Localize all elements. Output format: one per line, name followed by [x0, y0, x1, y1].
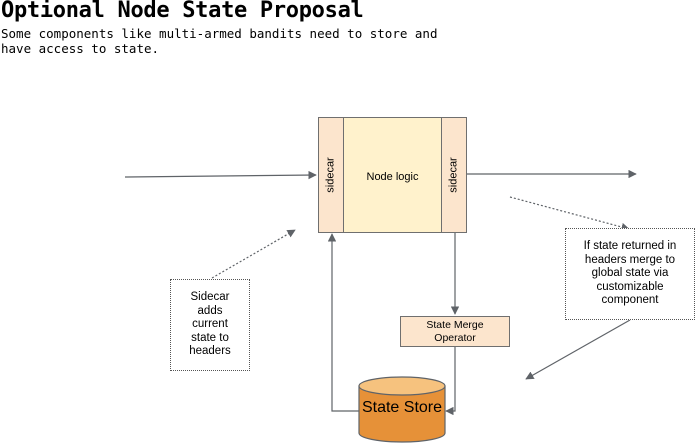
- right-sidecar: sidecar: [441, 117, 467, 233]
- sidecar-note-pointer: [211, 229, 296, 279]
- state-store-cylinder: [358, 376, 446, 443]
- state-to-merge-connector: [327, 233, 359, 412]
- page-title: Optional Node State Proposal: [1, 0, 364, 23]
- input-arrow: [124, 170, 317, 180]
- state-store-label: State Store: [361, 399, 443, 416]
- merge-operator-label: State Merge Operator: [426, 318, 484, 344]
- sidecar-note-text: Sidecar adds current state to headers: [189, 291, 231, 358]
- state-merge-operator: State Merge Operator: [400, 316, 510, 347]
- node-logic-box: Node logic: [344, 117, 441, 233]
- merge-note-text: If state returned in headers merge to gl…: [583, 240, 677, 307]
- merge-note: If state returned in headers merge to gl…: [565, 228, 695, 320]
- sidecar-note: Sidecar adds current state to headers: [170, 279, 250, 371]
- left-sidecar-label: sidecar: [325, 157, 337, 193]
- merge-note-pointer-out: [525, 319, 631, 380]
- right-sidecar-label: sidecar: [448, 157, 460, 193]
- merge-note-pointer-in: [509, 196, 630, 232]
- node-logic-label: Node logic: [366, 171, 419, 183]
- left-sidecar: sidecar: [318, 117, 344, 233]
- merge-to-store-arrow: [445, 347, 456, 416]
- page-subtitle: Some components like multi-armed bandits…: [1, 26, 438, 56]
